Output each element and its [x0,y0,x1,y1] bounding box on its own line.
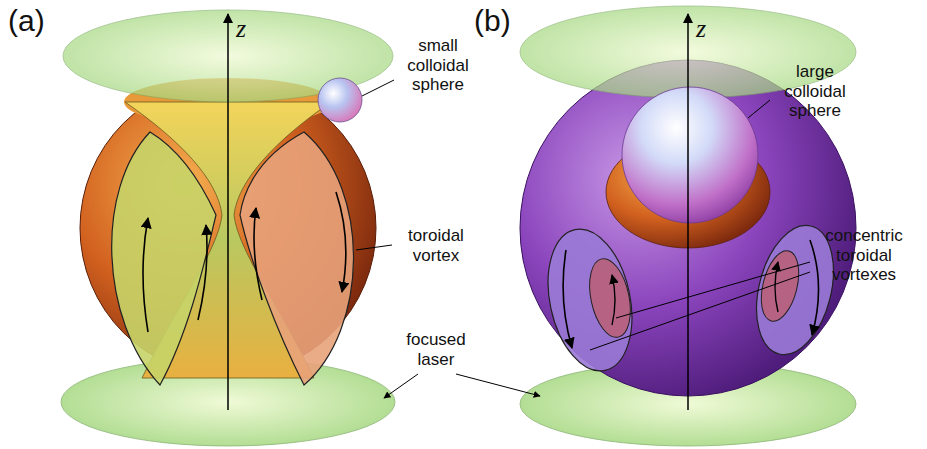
flow-arrow [612,275,615,325]
leader-line [362,80,394,96]
vortex-cross-section [240,132,354,385]
flow-arrow [143,218,148,332]
leader-arrow [456,374,540,396]
flow-arrow [198,225,207,320]
callout-label: toroidal vortex [396,226,476,265]
z-axis [687,14,689,410]
leader-arrow [384,374,418,398]
callout-label: small colloidal sphere [398,36,478,95]
flow-arrow [336,192,346,292]
large-sphere [622,87,758,223]
vortex-cross-section [112,132,216,385]
leader-line [616,262,810,318]
axis-label: z [236,14,260,44]
leader-line [748,100,770,118]
panel-label: (a) [8,4,68,39]
vortex-cross-section [536,221,644,378]
vortex-cross-section [755,247,805,325]
callout-label: large colloidal sphere [774,62,856,121]
z-axis [227,14,229,410]
leader-line [356,245,392,250]
small-sphere [318,78,362,122]
vortex-cross-section [583,255,637,341]
flow-arrow [775,262,778,312]
panel-label: (b) [474,4,534,39]
callout-label: focused laser [396,330,476,369]
flow-arrow [563,250,572,348]
axis-label: z [696,14,720,44]
callout-label: concentric toroidal vortexes [812,226,916,285]
flow-arrow [810,240,819,335]
flow-arrow [254,208,262,300]
leader-line [590,272,810,350]
